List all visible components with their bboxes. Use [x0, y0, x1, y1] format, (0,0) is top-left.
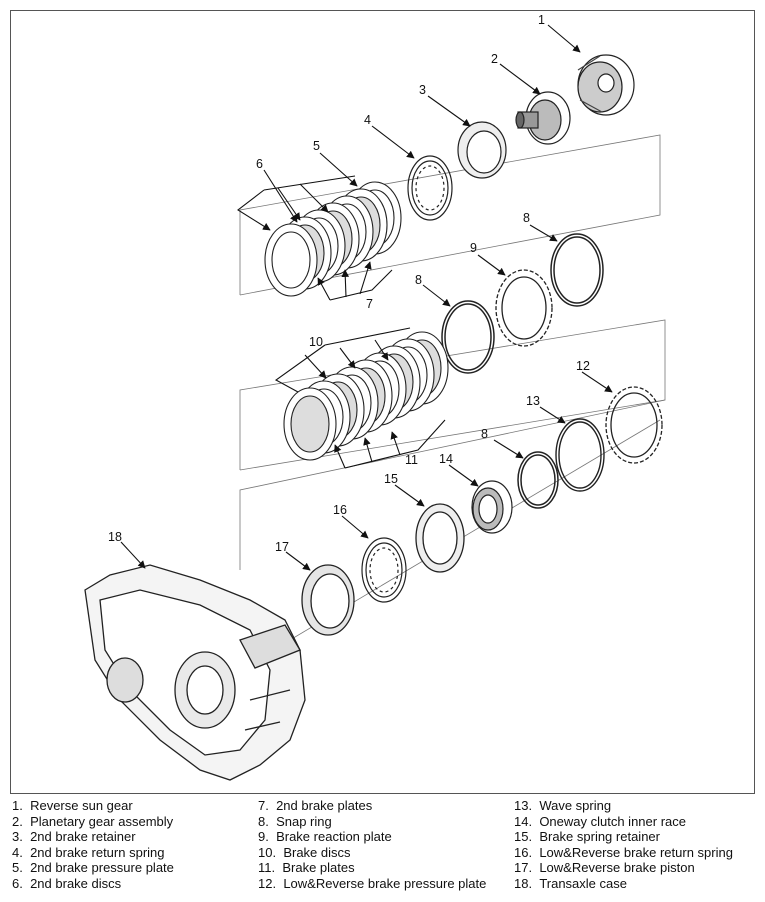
legend-item: 8. Snap ring [258, 814, 486, 830]
callout-12: 12 [576, 359, 590, 373]
callout-16: 16 [333, 503, 347, 517]
legend-number: 11. [258, 860, 276, 876]
callout-15: 15 [384, 472, 398, 486]
legend-number: 10. [258, 844, 277, 860]
legend-item: 12. Low&Reverse brake pressure plate [258, 876, 486, 892]
legend-label: Low&Reverse brake piston [539, 860, 695, 876]
legend-label: 2nd brake discs [30, 875, 122, 891]
callout-numbers: 1 2 3 4 5 6 7 8 9 8 10 11 12 13 8 14 15 … [108, 13, 590, 554]
legend-number: 7. [258, 798, 269, 813]
legend-number: 15. [514, 829, 533, 845]
legend-label: Brake spring retainer [539, 829, 660, 845]
legend-item: 9. Brake reaction plate [258, 829, 486, 845]
callout-8-lower: 8 [481, 427, 488, 441]
legend-label: 2nd brake retainer [30, 829, 136, 845]
callout-18: 18 [108, 530, 122, 544]
legend-number: 6. [12, 875, 23, 891]
legend-label: 2nd brake pressure plate [30, 860, 174, 876]
part-planetary-gear-assembly [515, 91, 571, 145]
legend-label: Planetary gear assembly [30, 813, 174, 829]
callout-3: 3 [419, 83, 426, 97]
legend-label: Reverse sun gear [30, 798, 133, 813]
legend-item: 11. Brake plates [258, 860, 486, 876]
legend-label: Snap ring [276, 813, 332, 829]
legend-item: 5. 2nd brake pressure plate [12, 860, 174, 876]
legend-label: Brake reaction plate [276, 829, 392, 845]
bracket-lines [237, 175, 446, 469]
callout-9: 9 [470, 241, 477, 255]
legend-number: 2. [12, 813, 23, 829]
legend-item: 1. Reverse sun gear [12, 798, 174, 814]
callout-8-upper: 8 [523, 211, 530, 225]
part-snap-ring-lower [517, 451, 559, 509]
leader-lines [120, 24, 613, 571]
part-transaxle-case [84, 564, 306, 781]
legend-item: 6. 2nd brake discs [12, 876, 174, 892]
legend-label: Wave spring [539, 798, 612, 813]
part-2nd-brake-return-spring [407, 155, 453, 221]
legend-number: 12. [258, 875, 277, 891]
part-wave-spring [555, 418, 605, 492]
part-brake-spring-retainer [415, 503, 465, 573]
callout-6: 6 [256, 157, 263, 171]
part-oneway-clutch-inner-race [471, 480, 513, 534]
part-2nd-brake-retainer [457, 121, 507, 179]
legend-label: Low&Reverse brake return spring [539, 844, 733, 860]
legend-item: 4. 2nd brake return spring [12, 845, 174, 861]
legend-number: 1. [12, 798, 23, 813]
legend-label: 2nd brake plates [276, 798, 373, 813]
part-reverse-sun-gear [577, 54, 635, 116]
callout-13: 13 [526, 394, 540, 408]
part-snap-ring-upper [550, 233, 604, 307]
legend-label: Transaxle case [539, 875, 627, 891]
legend-label: Brake discs [283, 844, 351, 860]
legend-item: 2. Planetary gear assembly [12, 814, 174, 830]
callout-8-middle: 8 [415, 273, 422, 287]
legend-number: 18. [514, 875, 533, 891]
legend-item: 7. 2nd brake plates [258, 798, 486, 814]
legend-item: 3. 2nd brake retainer [12, 829, 174, 845]
callout-17: 17 [275, 540, 289, 554]
legend-label: 2nd brake return spring [30, 844, 165, 860]
legend-label: Oneway clutch inner race [539, 813, 686, 829]
callout-2: 2 [491, 52, 498, 66]
callout-10: 10 [309, 335, 323, 349]
legend-number: 13. [514, 798, 533, 813]
part-low-reverse-brake-piston [301, 564, 355, 636]
legend-item: 16. Low&Reverse brake return spring [514, 845, 733, 861]
callout-1: 1 [538, 13, 545, 27]
callout-4: 4 [364, 113, 371, 127]
part-brake-pack [283, 331, 449, 461]
legend-item: 14. Oneway clutch inner race [514, 814, 733, 830]
legend-number: 5. [12, 860, 23, 876]
legend-item: 17. Low&Reverse brake piston [514, 860, 733, 876]
part-low-reverse-brake-return-spring [361, 537, 407, 603]
legend-label: Brake plates [282, 860, 355, 876]
legend-item: 10. Brake discs [258, 845, 486, 861]
legend-number: 14. [514, 813, 533, 829]
legend-item: 15. Brake spring retainer [514, 829, 733, 845]
callout-5: 5 [313, 139, 320, 153]
legend-item: 18. Transaxle case [514, 876, 733, 892]
diagram-frame [10, 10, 755, 794]
legend-number: 3. [12, 829, 23, 845]
callout-14: 14 [439, 452, 453, 466]
legend-number: 4. [12, 844, 23, 860]
legend-item: 13. Wave spring [514, 798, 733, 814]
part-low-reverse-brake-pressure-plate [605, 386, 663, 464]
legend-number: 17. [514, 860, 533, 876]
part-2nd-brake-pack [264, 181, 402, 297]
legend-number: 9. [258, 829, 269, 845]
part-brake-reaction-plate [495, 269, 553, 347]
legend-number: 16. [514, 844, 533, 860]
legend-label: Low&Reverse brake pressure plate [283, 875, 487, 891]
callout-7: 7 [366, 297, 373, 311]
part-snap-ring-middle [441, 300, 495, 374]
callout-11: 11 [405, 453, 418, 467]
legend-number: 8. [258, 813, 269, 829]
